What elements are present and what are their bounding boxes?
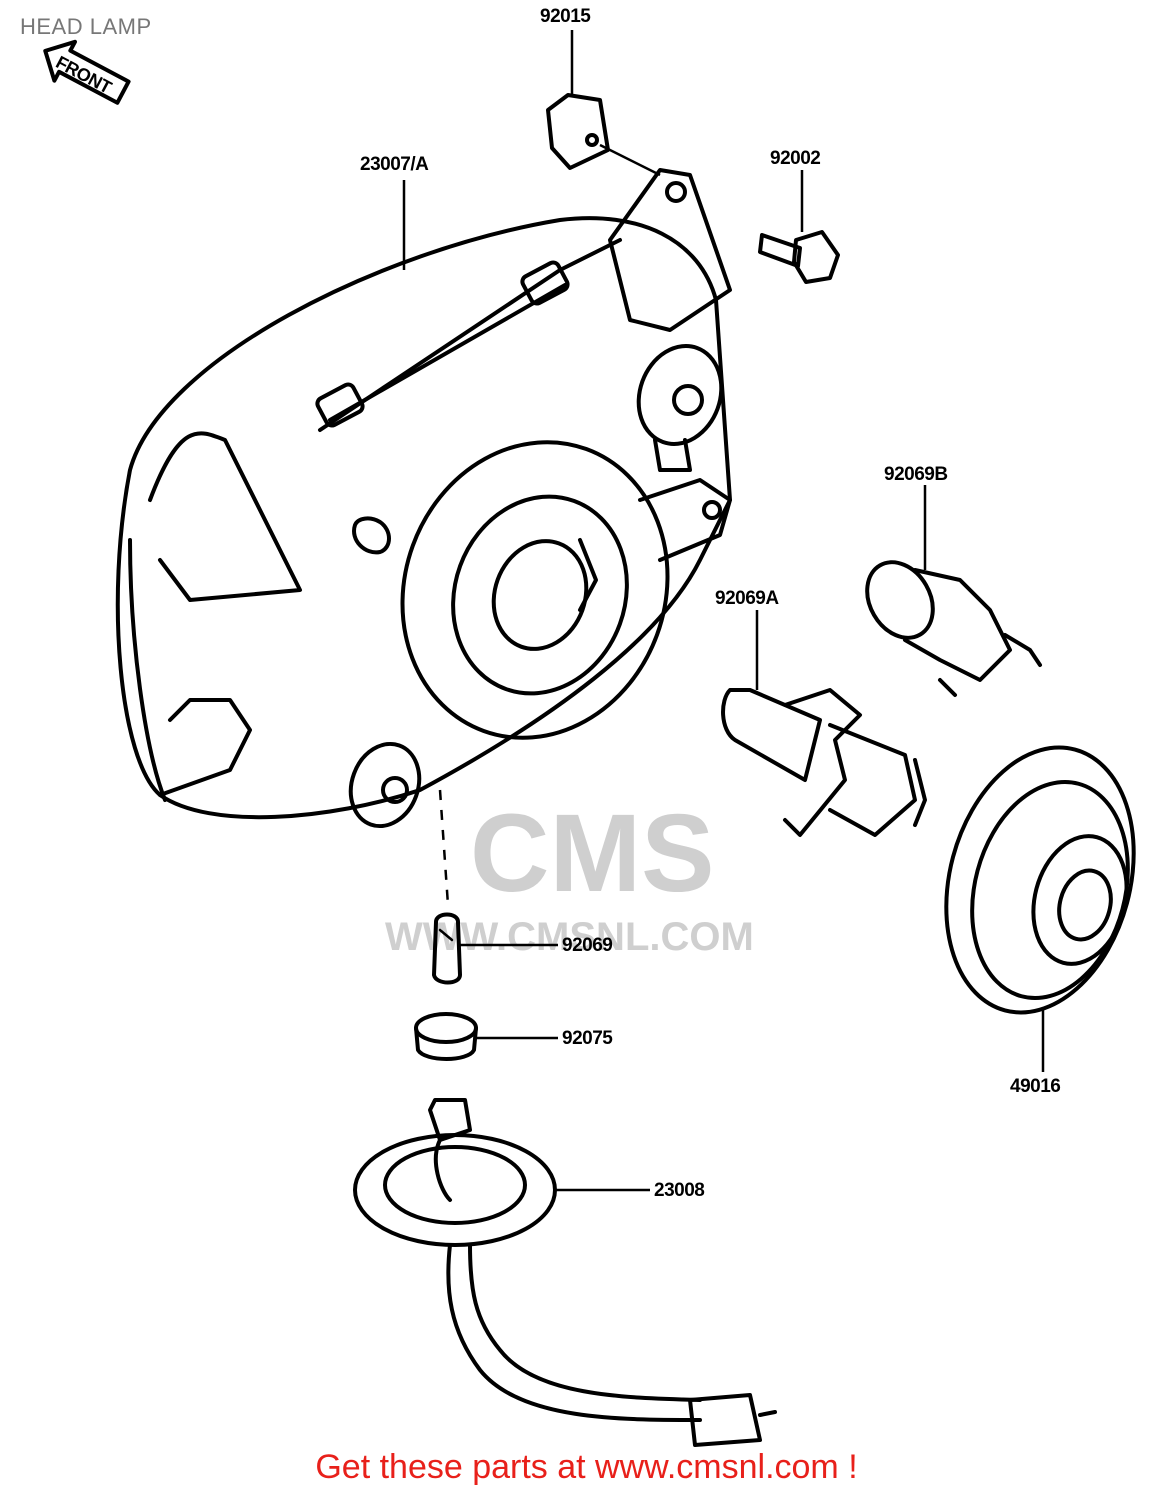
part-label-92069a[interactable]: 92069A — [715, 588, 779, 609]
part-label-23008[interactable]: 23008 — [654, 1180, 705, 1201]
part-label-92069b[interactable]: 92069B — [884, 464, 948, 485]
part-label-92002[interactable]: 92002 — [770, 148, 821, 169]
bulb-92069a — [721, 688, 927, 837]
clip-92015 — [546, 93, 610, 170]
front-arrow-icon — [43, 39, 131, 105]
page-title: HEAD LAMP — [20, 14, 152, 39]
watermark-brand: CMS — [470, 792, 715, 915]
bulb-92069b — [865, 560, 1042, 697]
headlamp-housing — [115, 168, 732, 829]
part-label-92015[interactable]: 92015 — [540, 6, 591, 27]
part-label-23007a[interactable]: 23007/A — [360, 154, 429, 175]
leader-lines — [402, 30, 1045, 1192]
grommet-92075 — [414, 1012, 478, 1061]
bulb-92069 — [432, 912, 462, 985]
socket-23008 — [353, 1098, 777, 1447]
cta-link[interactable]: Get these parts at www.cmsnl.com ! — [315, 1448, 858, 1486]
reflector-49016 — [944, 745, 1136, 1015]
bolt-92002 — [758, 230, 840, 284]
part-label-49016[interactable]: 49016 — [1010, 1076, 1061, 1097]
part-label-92069[interactable]: 92069 — [562, 935, 613, 956]
part-label-92075[interactable]: 92075 — [562, 1028, 613, 1049]
